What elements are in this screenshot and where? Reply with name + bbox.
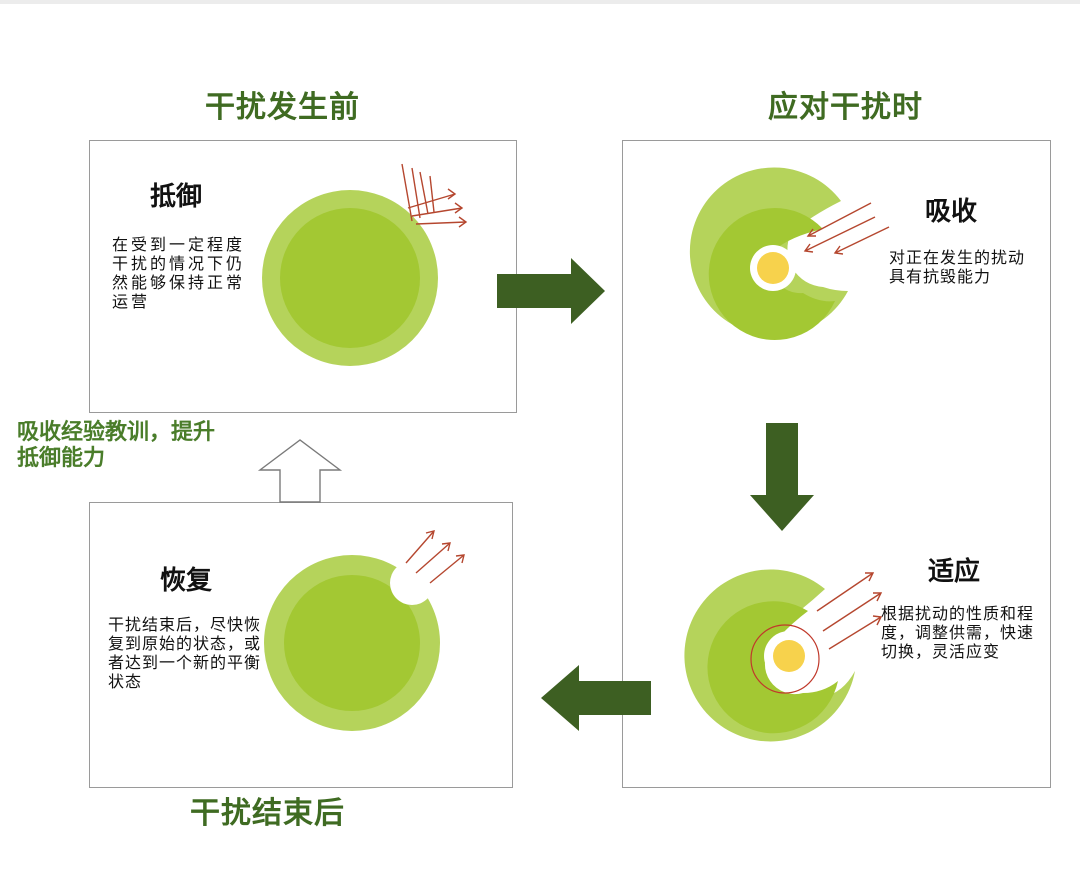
adapt-cell-icon	[684, 569, 883, 742]
recover-cell-icon	[264, 530, 465, 731]
panel-recover-label: 恢复	[160, 566, 213, 596]
phase-title-during: 应对干扰时	[768, 90, 923, 125]
panel-absorb-description: 对正在发生的扰动具有抗毁能力	[889, 248, 1026, 286]
panel-during: 吸收 对正在发生的扰动具有抗毁能力 适应 根据扰动的性质和程度，调整供需，快速切…	[622, 140, 1051, 788]
panel-recover-description: 干扰结束后，尽快恢复到原始的状态，或者达到一个新的平衡状态	[108, 615, 262, 691]
absorb-cell-icon	[689, 167, 890, 341]
resist-cell-icon	[262, 190, 438, 366]
feedback-note: 吸收经验教训，提升抵御能力	[17, 420, 216, 471]
panel-adapt-label: 适应	[928, 557, 981, 587]
arrow-down-icon	[750, 423, 814, 531]
panel-resist-description: 在受到一定程度干扰的情况下仍然能够保持正常运营	[112, 235, 246, 311]
phase-title-before: 干扰发生前	[205, 90, 360, 125]
arrow-up-outline-icon	[257, 439, 343, 503]
panel-absorb-label: 吸收	[925, 197, 978, 227]
top-border-strip	[0, 0, 1080, 4]
arrow-left-icon	[541, 665, 651, 731]
panel-resist: 抵御 在受到一定程度干扰的情况下仍然能够保持正常运营	[89, 140, 517, 413]
panel-adapt-description: 根据扰动的性质和程度，调整供需，快速切换，灵活应变	[881, 604, 1035, 661]
phase-title-after: 干扰结束后	[190, 796, 345, 831]
panel-resist-label: 抵御	[150, 182, 203, 212]
impact-rays-icon	[401, 163, 468, 228]
arrow-right-icon	[497, 258, 605, 324]
panel-recover: 恢复 干扰结束后，尽快恢复到原始的状态，或者达到一个新的平衡状态	[89, 502, 513, 788]
